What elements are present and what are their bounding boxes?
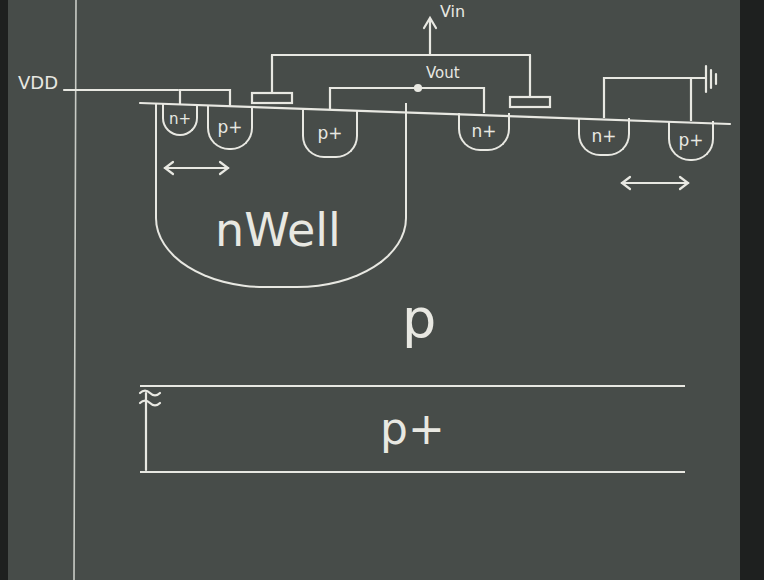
diffusion-region: p+	[668, 121, 714, 161]
signal-label: p	[402, 292, 436, 346]
well-region: nWell n+ p+ p+	[155, 103, 407, 288]
substrate-band: p+	[140, 385, 685, 473]
doping-label: n+	[591, 128, 616, 145]
diffusion-region: n+	[162, 104, 198, 136]
metal-wire	[604, 78, 691, 121]
doping-label: p+	[317, 125, 342, 142]
doping-label: n+	[169, 112, 191, 127]
signal-label: Vout	[426, 66, 460, 81]
doping-label: p+	[380, 407, 445, 451]
signal-label: Vin	[440, 4, 465, 20]
well-label: nWell	[215, 207, 341, 253]
diffusion-region: p+	[302, 110, 358, 158]
diffusion-region: n+	[458, 113, 510, 151]
signal-label: VDD	[18, 74, 58, 92]
doping-label: n+	[471, 123, 496, 140]
doping-label: p+	[217, 119, 242, 136]
diffusion-region: p+	[207, 106, 253, 150]
doping-label: p+	[678, 132, 703, 149]
diffusion-region: n+	[578, 118, 630, 156]
